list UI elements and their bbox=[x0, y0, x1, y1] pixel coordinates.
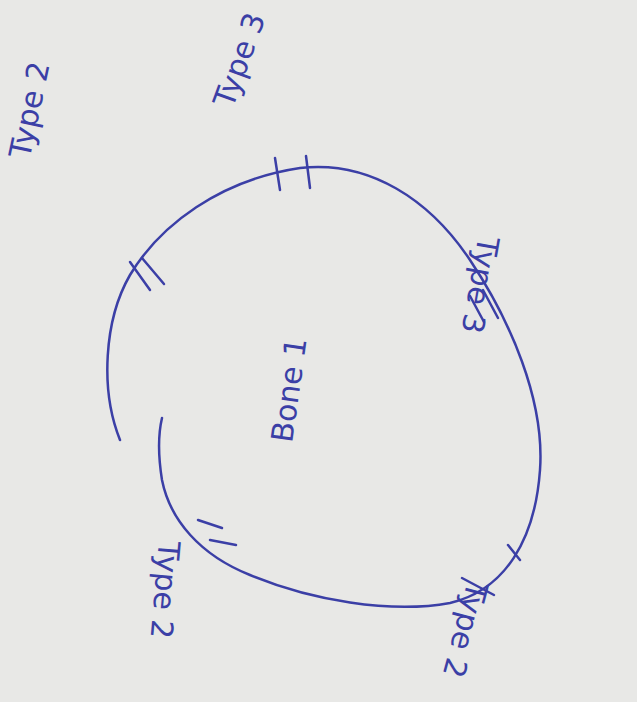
type-label: Type 3 bbox=[209, 9, 271, 111]
tick-mark bbox=[130, 262, 150, 290]
tick-mark bbox=[210, 540, 236, 545]
type-label: Type 2 bbox=[146, 540, 184, 640]
tick-mark bbox=[198, 520, 222, 528]
tick-mark bbox=[142, 258, 164, 284]
type-label: Type 2 bbox=[5, 59, 55, 161]
type-label: Type 2 bbox=[438, 579, 492, 681]
tick-mark bbox=[306, 156, 310, 188]
bone-label: Bone 1 bbox=[268, 336, 312, 444]
